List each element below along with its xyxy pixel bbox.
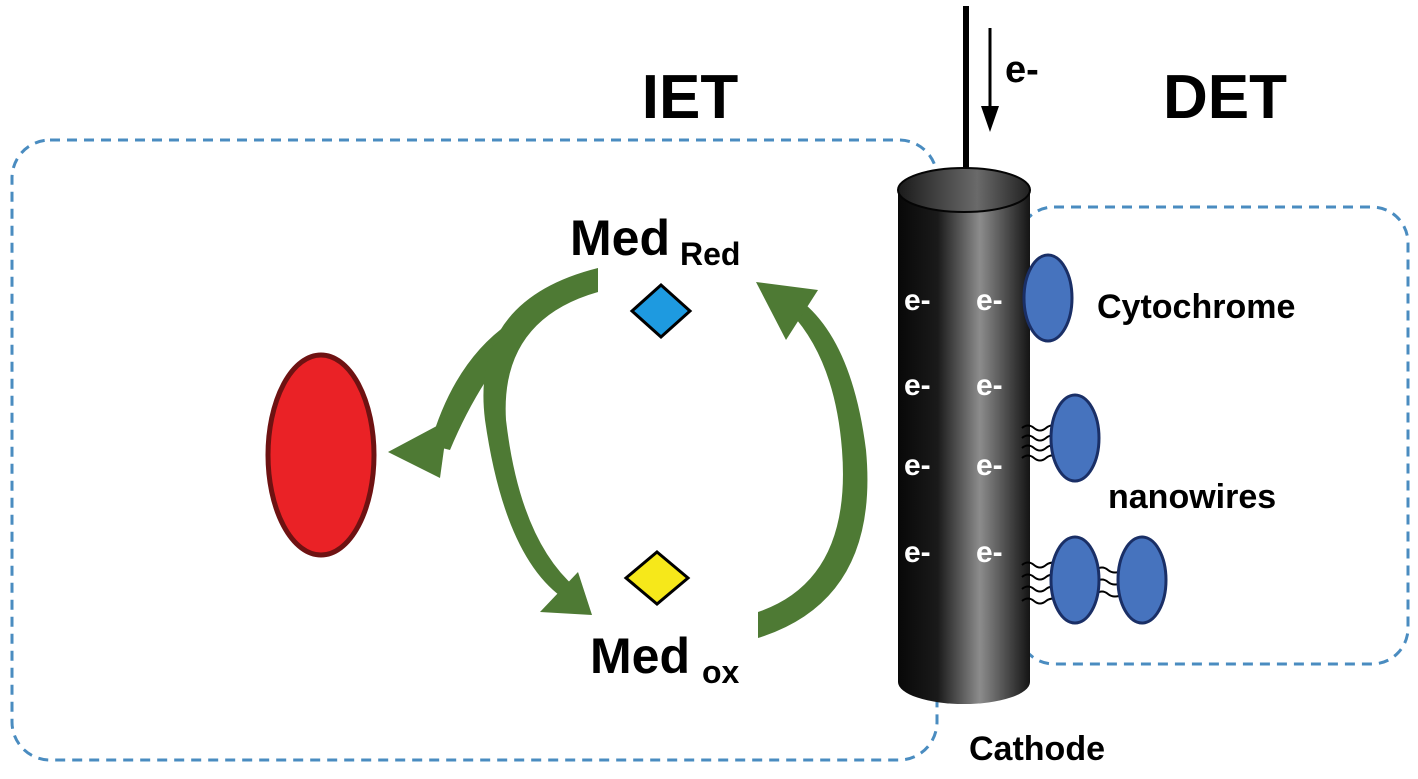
electron-label: e- [904, 536, 931, 569]
electron-label: e- [904, 369, 931, 402]
med-red-subscript: Red [680, 236, 740, 272]
electron-label: e- [904, 284, 931, 317]
nanowire-bacterium [1049, 393, 1101, 483]
cytochrome-bacterium [1022, 253, 1074, 343]
electron-label: e- [976, 284, 1003, 317]
med-ox-subscript: ox [702, 654, 740, 690]
cytochrome-label: Cytochrome [1097, 288, 1295, 326]
iet-region-border [10, 138, 939, 762]
arrow-medox-to-medred [758, 300, 868, 638]
electron-input-label: e- [1005, 49, 1039, 91]
mediator-reduced-diamond [629, 282, 693, 340]
arrowhead-to-cell [388, 420, 448, 478]
mediator-oxidized-diamond [623, 550, 691, 606]
redox-cycle-arrows [388, 268, 868, 638]
med-red-main: Med [570, 210, 670, 266]
med-red-label: Med Red [570, 210, 740, 272]
arrow-medred-to-medox [483, 268, 598, 600]
cathode [897, 167, 1031, 704]
det-title: DET [1163, 63, 1287, 132]
nanowires-label: nanowires [1108, 478, 1276, 516]
electron-label: e- [904, 449, 931, 482]
electron-label: e- [976, 536, 1003, 569]
nanowire-bacterium [1049, 535, 1101, 625]
arrowhead-to-medox [540, 572, 592, 615]
electron-input-arrowhead [981, 106, 999, 132]
arrowhead-to-medred [756, 282, 818, 340]
cathode-electrons: e- e- e- e- e- e- e- e- [904, 284, 1003, 569]
electron-label: e- [976, 369, 1003, 402]
iet-title: IET [642, 63, 739, 132]
nanowire-bacterium [1116, 535, 1168, 625]
cathode-label: Cathode [969, 730, 1105, 768]
electron-label: e- [976, 449, 1003, 482]
microbial-cell [265, 352, 377, 558]
med-ox-main: Med [590, 628, 690, 684]
